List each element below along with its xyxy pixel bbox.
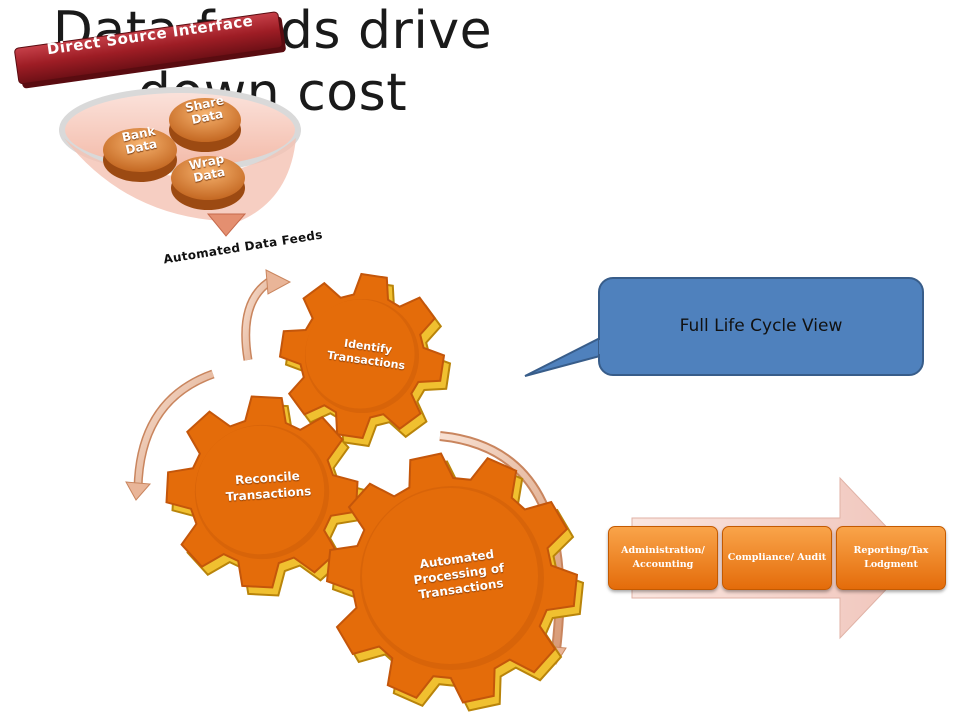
gear-identify-face bbox=[305, 299, 415, 409]
stage-administration: Administration/ Accounting bbox=[608, 526, 718, 590]
stage-compliance: Compliance/ Audit bbox=[722, 526, 832, 590]
callout-text: Full Life Cycle View bbox=[679, 316, 843, 336]
gear-reconcile-face bbox=[195, 425, 325, 555]
gear-processing-face bbox=[362, 488, 538, 664]
cycle-arrow-left bbox=[125, 369, 215, 501]
callout-bubble bbox=[524, 277, 924, 377]
cycle-arrow-top bbox=[241, 269, 292, 361]
gear-processing bbox=[325, 452, 585, 712]
gear-identify bbox=[278, 272, 452, 448]
wrap-data-pill bbox=[171, 156, 245, 210]
gear-layer bbox=[165, 272, 585, 712]
gear-reconcile bbox=[165, 395, 365, 597]
direct-source-banner bbox=[14, 11, 286, 89]
bank-data-pill bbox=[103, 128, 177, 182]
share-data-pill bbox=[169, 98, 241, 152]
stage-reporting: Reporting/Tax Lodgment bbox=[836, 526, 946, 590]
